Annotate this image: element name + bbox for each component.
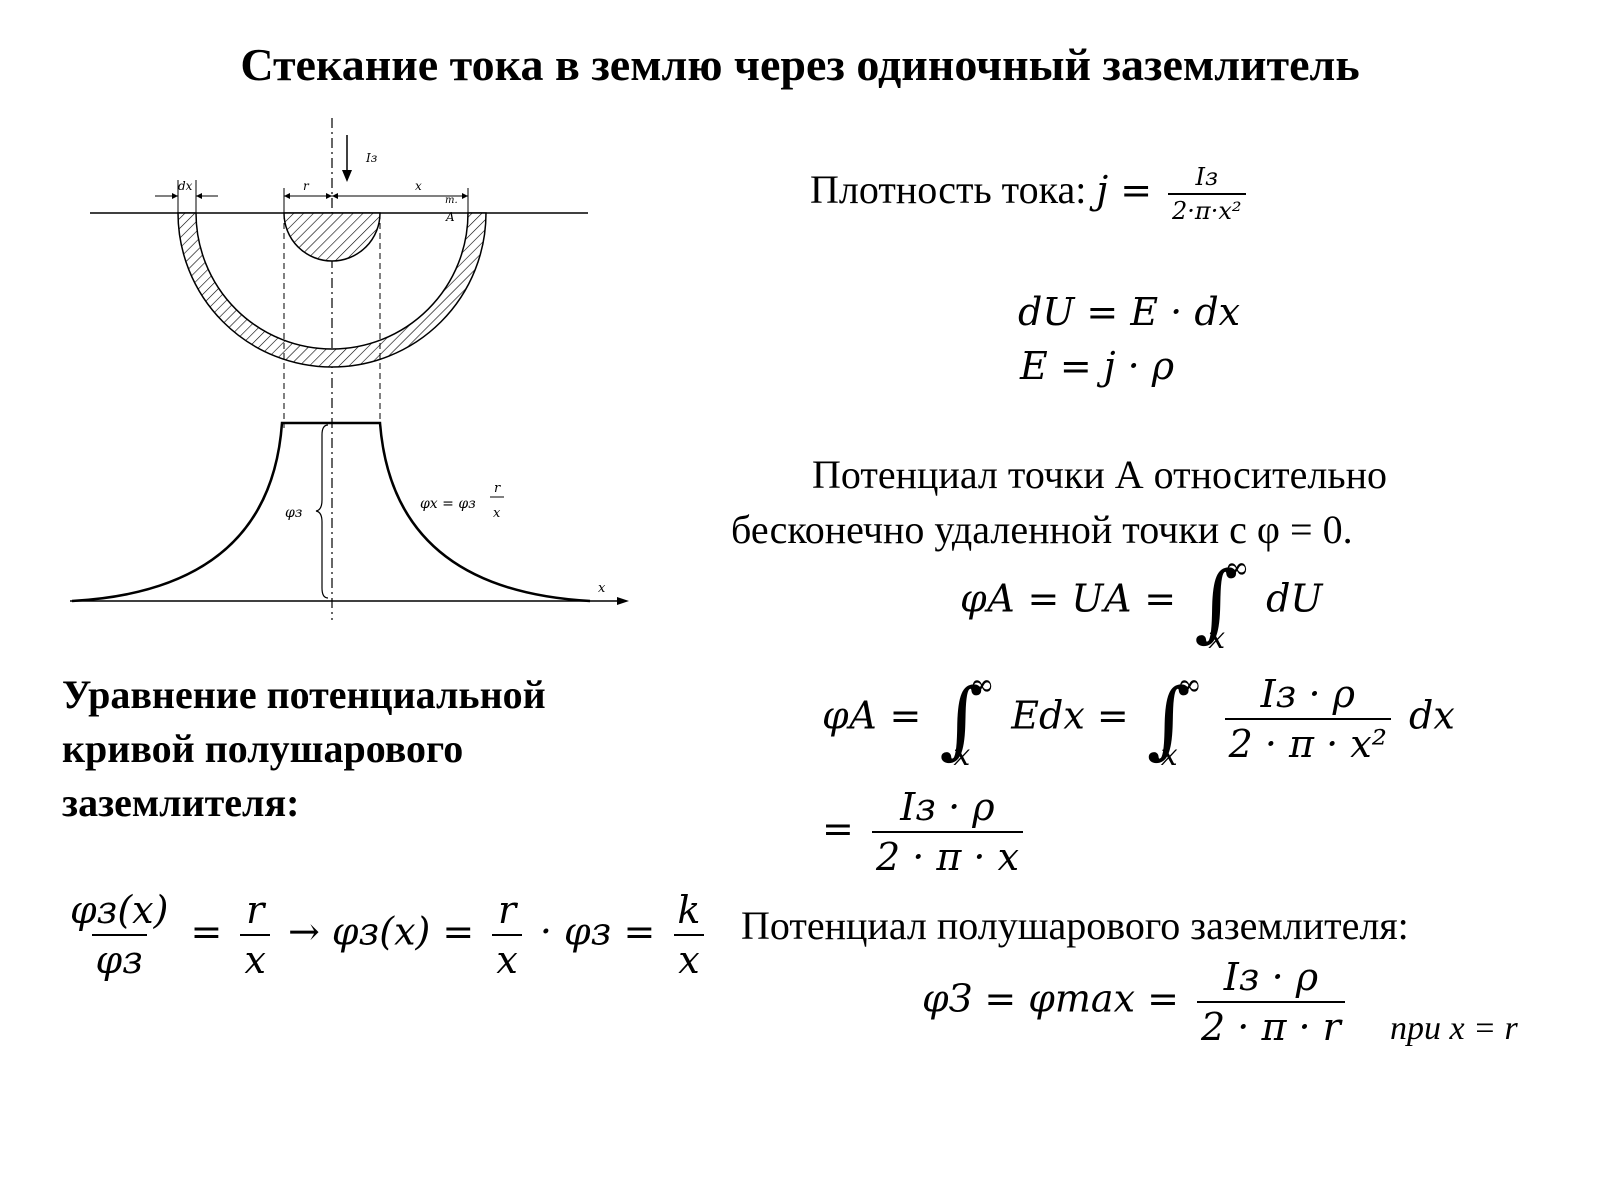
density-den: 2·π·x² [1168,193,1246,225]
grounding-diagram: Iз dx r x т. A x φз φx = φз r x [70,118,629,620]
lower-limit-3: x [1160,738,1178,773]
heading-line-2: кривой полушарового [62,726,464,771]
potential-text-1: Потенциал точки А относительно [812,452,1387,497]
electrode-hemisphere [283,212,381,262]
rho-num-1: Iз · ρ [1260,672,1355,716]
integral-sign-3: ∫∞x [1146,668,1202,773]
potential-text-2: бесконечно удаленной точки с φ = 0. [731,507,1353,552]
equation-heading: Уравнение потенциальной кривой полушаров… [62,668,546,830]
du-after-integral: dU [1266,576,1323,621]
upper-limit-1: ∞ [1224,551,1250,586]
rho-num-3: Iз · ρ [1223,955,1319,999]
eq-sign-1: = [190,909,235,954]
hemisphere-text: Потенциал полушарового заземлителя: [741,903,1409,948]
phiA2-lhs: φА = [822,693,922,738]
ratio-num: φз(x) [70,888,169,932]
point-A-label: A [445,210,455,224]
heading-line-3: заземлителя: [62,780,300,825]
r-over-x-1-num: r [246,888,265,932]
potential-curve-equation: φз(x) φз = r x → φз(x) = r x · φз = k x [60,888,710,982]
curve-formula: φx = φз [420,496,476,512]
lower-limit-2: x [953,738,971,773]
ratio-fraction: φз(x) φз [66,888,172,982]
phi-z-brace [315,424,329,599]
du-equation: dU = E · dx [1018,290,1241,334]
point-label: т. [445,195,458,206]
upper-limit-3: ∞ [1176,668,1202,703]
potential-curve [71,421,591,603]
r-over-x-2: r x [492,888,522,982]
phi-x-eq: φз(x) = [331,909,475,954]
x-axis-label: x [598,581,606,596]
phiA-lhs: φА = UА = [960,576,1177,621]
rho-den-r: 2 · π · r [1197,1001,1345,1049]
r-over-x-1: r x [240,888,270,982]
phi3-lhs: φЗ = φmax = [922,976,1179,1021]
rho-den-x: 2 · π · x [871,831,1023,879]
edx-term: Edx = [1011,693,1129,738]
rho-fraction-2: Iз · ρ 2 · π · x [871,785,1023,879]
density-num: Iз [1195,163,1219,191]
rho-num-2: Iз · ρ [900,785,995,829]
r-over-x-2-den: x [492,934,522,982]
dot-phi: · φз = [539,909,656,954]
phi-z-label: φз [285,505,302,521]
e-equation: E = j · ρ [1020,344,1175,388]
integral-sign-2: ∫∞x [939,668,995,773]
hatched-ring [177,212,487,368]
heading-line-1: Уравнение потенциальной [62,672,546,717]
phiA-integral-2: φА = ∫∞x Edx = ∫∞x Iз · ρ 2 · π · x² dx [822,668,1455,773]
k-over-x: k x [673,888,704,982]
x-dim-label: x [415,179,422,193]
density-row: Плотность тока: j = Iз 2·π·x² [810,163,1252,225]
dx-tail: dx [1409,693,1455,738]
phiA-result: = Iз · ρ 2 · π · x [822,785,1029,879]
ratio-den: φз [91,934,147,982]
dx-label: dx [178,179,193,193]
result-eq-sign: = [822,806,854,851]
upper-limit-2: ∞ [969,668,995,703]
rho-den-x2: 2 · π · x² [1224,718,1391,766]
arrow: → [287,909,320,954]
density-lhs: j = [1096,168,1153,213]
k-over-x-num: k [677,888,701,932]
slide-title: Стекание тока в землю через одиночный за… [240,39,1360,90]
curve-formula-num: r [494,481,501,496]
phiA-integral-1: φА = UА = ∫∞x dU [960,551,1323,656]
r-label: r [303,179,310,193]
phi3-equation: φЗ = φmax = Iз · ρ 2 · π · r [922,955,1351,1049]
current-label: Iз [365,151,377,165]
rho-fraction-1: Iз · ρ 2 · π · x² [1224,672,1391,766]
density-fraction: Iз 2·π·x² [1168,163,1246,225]
condition-text: при x = r [1390,1010,1518,1047]
density-label: Плотность тока: [810,167,1087,213]
r-over-x-1-den: x [240,934,270,982]
r-over-x-2-num: r [497,888,517,932]
rho-fraction-3: Iз · ρ 2 · π · r [1197,955,1345,1049]
lower-limit-1: x [1208,621,1226,656]
integral-sign-1: ∫∞x [1194,551,1250,656]
k-over-x-den: x [674,934,704,982]
curve-formula-den: x [493,506,501,521]
